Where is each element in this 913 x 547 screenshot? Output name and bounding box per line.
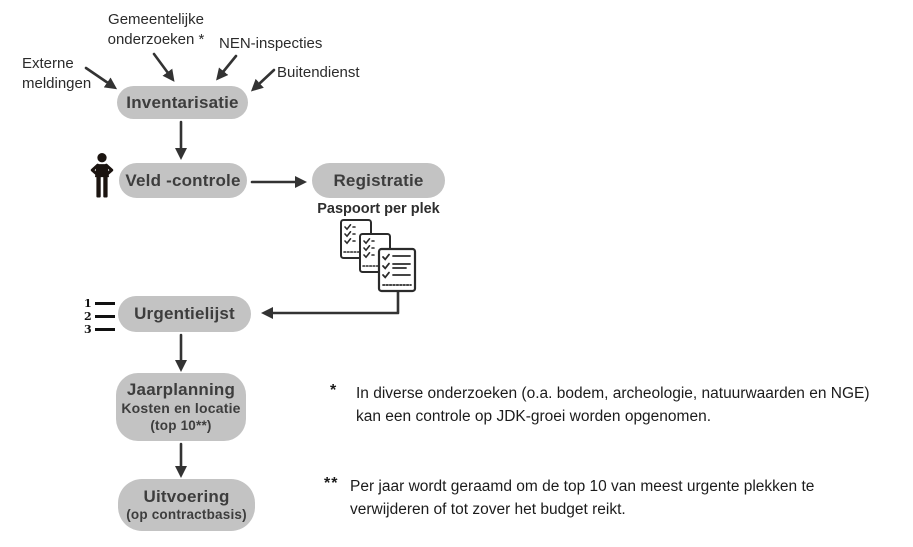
node-registratie: Registratie — [312, 163, 445, 198]
node-veldcontrole: Veld -controle — [119, 163, 247, 198]
arrow-paspoort-to-urgentielijst — [261, 288, 400, 319]
list-icon-row: 1 — [84, 297, 115, 310]
list-number: 3 — [84, 323, 92, 336]
list-icon-row: 3 — [84, 323, 115, 336]
node-uitvoering: Uitvoering (op contractbasis) — [118, 479, 255, 531]
node-urgentielijst: Urgentielijst — [118, 296, 251, 332]
jaarplanning-line3: (top 10**) — [150, 417, 212, 433]
person-icon — [90, 153, 114, 198]
label-nen-inspecties: NEN-inspecties — [219, 35, 323, 52]
footnote-1-marker: * — [330, 382, 338, 399]
list-icon-row: 2 — [84, 310, 115, 323]
paspoort-caption: Paspoort per plek — [317, 201, 440, 217]
label-externe-meldingen: Externe meldingen — [22, 55, 92, 92]
arrow-nen-to-inventarisatie — [216, 54, 238, 81]
numbered-list-icon: 1 2 3 — [84, 297, 115, 336]
footnote-2-text: Per jaar wordt geraamd om de top 10 van … — [350, 478, 815, 519]
footnote-1-text: In diverse onderzoeken (o.a. bodem, arch… — [356, 385, 870, 426]
label-buitendienst: Buitendienst — [277, 64, 360, 81]
list-dash — [95, 315, 115, 318]
node-jaarplanning: Jaarplanning Kosten en locatie (top 10**… — [116, 373, 246, 441]
paspoort-documents-icon — [340, 219, 417, 293]
node-inventarisatie: Inventarisatie — [117, 86, 248, 119]
list-number: 1 — [84, 297, 92, 310]
uitvoering-line2: (op contractbasis) — [126, 507, 247, 523]
list-dash — [95, 302, 115, 305]
list-number: 2 — [84, 310, 92, 323]
footnote-2-marker: ** — [324, 475, 339, 492]
label-gemeentelijke-onderzoeken: Gemeentelijke onderzoeken * — [107, 11, 205, 48]
footnote-2: ** Per jaar wordt geraamd om de top 10 v… — [324, 475, 895, 522]
jaarplanning-line2: Kosten en locatie — [121, 400, 241, 417]
arrow-gemeentelijke-to-inventarisatie — [152, 52, 175, 82]
jaarplanning-title: Jaarplanning — [126, 380, 236, 400]
list-dash — [95, 328, 115, 331]
uitvoering-title: Uitvoering — [143, 486, 230, 506]
footnote-1: * In diverse onderzoeken (o.a. bodem, ar… — [330, 382, 901, 429]
arrow-buitendienst-to-inventarisatie — [250, 68, 276, 92]
